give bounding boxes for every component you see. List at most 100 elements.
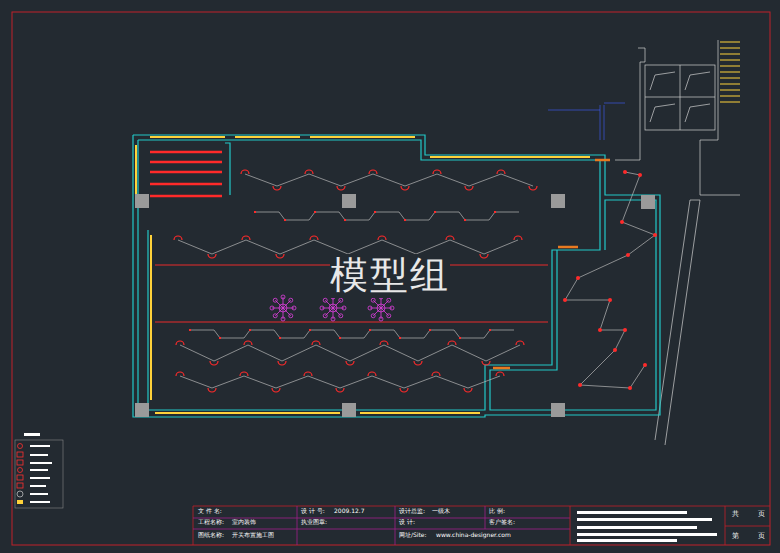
- chandelier-symbol: [320, 295, 346, 321]
- downlight: [464, 388, 472, 392]
- downlight: [337, 186, 345, 190]
- spotlight: [404, 219, 406, 221]
- downlight: [414, 361, 422, 365]
- downlight: [176, 341, 184, 345]
- downlight: [432, 372, 440, 376]
- sheet-count-label: 页: [758, 510, 765, 518]
- downlight: [608, 298, 612, 302]
- downlight: [176, 372, 184, 376]
- legend-symbols: [15, 433, 63, 508]
- downlight: [336, 388, 344, 392]
- downlight: [576, 276, 580, 280]
- downlight: [598, 328, 602, 332]
- spotlight: [284, 219, 286, 221]
- downlight: [242, 236, 250, 240]
- downlight: [305, 170, 313, 174]
- lighting-circuits: [174, 170, 657, 392]
- spotlight: [189, 329, 191, 331]
- downlight: [273, 186, 281, 190]
- downlight: [208, 388, 216, 392]
- title-block-label: 图纸名称:: [198, 532, 224, 539]
- columns: [135, 194, 655, 417]
- downlight: [516, 341, 524, 345]
- downlight: [465, 186, 473, 190]
- downlight: [240, 372, 248, 376]
- downlight: [244, 341, 252, 345]
- downlight: [312, 341, 320, 345]
- downlight: [613, 348, 617, 352]
- downlight: [400, 388, 408, 392]
- downlight: [174, 236, 182, 240]
- title-block-value: 一级木: [432, 508, 450, 515]
- circuit-wire: [245, 174, 533, 186]
- title-block-label: 设计总监:: [399, 508, 425, 515]
- title-block-label: 网址/Site:: [399, 532, 427, 539]
- fluorescent-fixtures: [150, 152, 222, 196]
- spotlight: [374, 211, 376, 213]
- downlight: [529, 186, 537, 190]
- downlight: [433, 170, 441, 174]
- chandeliers: [270, 295, 394, 321]
- title-block-label: 文 件 名:: [198, 508, 222, 515]
- circuit-wire: [255, 212, 519, 220]
- circuit-wire: [178, 240, 518, 254]
- spotlight: [344, 219, 346, 221]
- downlight: [378, 236, 386, 240]
- annex-stairs: [615, 40, 740, 445]
- spotlight: [249, 329, 251, 331]
- spotlight: [279, 337, 281, 339]
- title-block-value: www.china-designer.com: [436, 532, 511, 539]
- downlight: [346, 361, 354, 365]
- downlight: [210, 361, 218, 365]
- downlight: [497, 170, 505, 174]
- downlight: [578, 383, 582, 387]
- spotlight: [459, 337, 461, 339]
- spotlight: [339, 337, 341, 339]
- downlight: [380, 341, 388, 345]
- downlight: [623, 170, 627, 174]
- chandelier-symbol: [270, 295, 296, 321]
- spotlight: [254, 211, 256, 213]
- downlight: [482, 361, 490, 365]
- title-block-bars: [577, 511, 717, 542]
- downlight: [496, 372, 504, 376]
- downlight: [446, 236, 454, 240]
- spotlight: [464, 219, 466, 221]
- spotlight: [314, 211, 316, 213]
- spotlight: [494, 211, 496, 213]
- spotlight: [399, 337, 401, 339]
- downlight: [623, 328, 627, 332]
- title-block: [193, 506, 770, 545]
- downlight: [368, 372, 376, 376]
- stair-hatch: [720, 42, 740, 102]
- downlight: [241, 170, 249, 174]
- spotlight: [309, 329, 311, 331]
- downlight: [620, 220, 624, 224]
- spotlight: [219, 337, 221, 339]
- downlight: [401, 186, 409, 190]
- watermark: 模型组: [330, 254, 450, 298]
- spotlight: [369, 329, 371, 331]
- walls: [133, 135, 660, 417]
- sheet-number-label: 页: [758, 532, 765, 540]
- downlight: [310, 236, 318, 240]
- windows: [136, 137, 590, 413]
- spotlight: [434, 211, 436, 213]
- circuit-wire: [180, 376, 500, 388]
- downlight: [638, 173, 642, 177]
- sheet-frame: [12, 12, 770, 545]
- doors: [493, 160, 610, 368]
- downlight: [208, 254, 216, 258]
- downlight: [628, 386, 632, 390]
- spotlight: [489, 329, 491, 331]
- downlight: [304, 372, 312, 376]
- downlight: [653, 233, 657, 237]
- circuit-wire: [565, 172, 655, 388]
- sheet-number-label: 第: [732, 532, 739, 540]
- title-block-label: 比 例:: [489, 508, 505, 515]
- chandelier-symbol: [368, 295, 394, 321]
- circuit-wire: [180, 345, 520, 361]
- distribution-box: [548, 103, 625, 140]
- downlight: [626, 253, 630, 257]
